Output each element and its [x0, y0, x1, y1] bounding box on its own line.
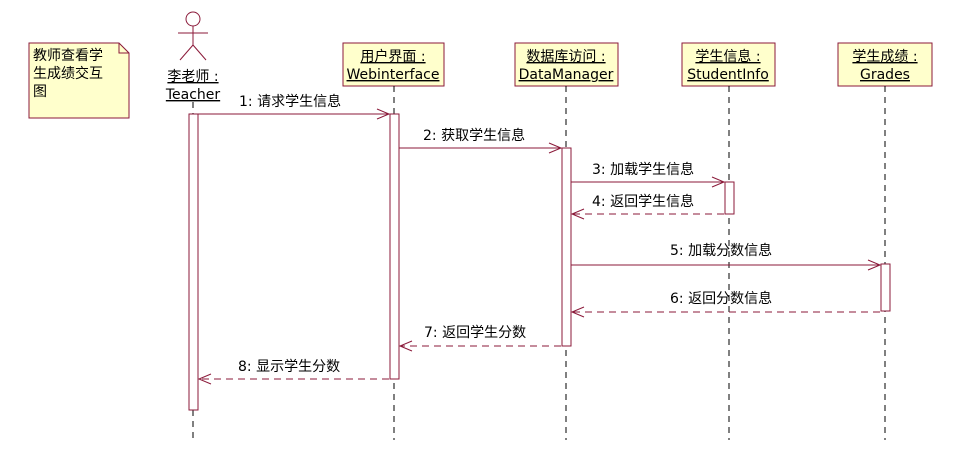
message-1-label: 1: 请求学生信息: [239, 93, 341, 110]
object-webinterface-line2: Webinterface: [347, 67, 440, 83]
object-studentinfo-line1: 学生信息 :: [695, 48, 760, 65]
object-grades-line1: 学生成绩 :: [852, 49, 917, 65]
object-webinterface-line1: 用户界面 :: [360, 48, 425, 65]
message-8-label: 8: 显示学生分数: [238, 359, 340, 375]
activation-teacher: [188, 113, 199, 411]
object-datamanager-line1: 数据库访问 :: [526, 49, 605, 65]
activation-grades: [880, 263, 891, 312]
object-studentinfo-line2: StudentInfo: [687, 67, 769, 83]
object-datamanager: 数据库访问 : DataManager: [514, 42, 619, 87]
message-4-label: 4: 返回学生信息: [592, 193, 694, 210]
note-line-1: 教师查看学: [33, 48, 103, 64]
message-5: 5: 加载分数信息: [571, 242, 882, 271]
object-grades-line2: Grades: [860, 67, 910, 83]
object-studentinfo: 学生信息 : StudentInfo: [681, 42, 776, 87]
message-7-label: 7: 返回学生分数: [424, 325, 526, 341]
activation-webinterface: [389, 113, 400, 380]
message-4: 4: 返回学生信息: [570, 193, 724, 220]
message-5-label: 5: 加载分数信息: [670, 242, 772, 259]
activation-studentinfo: [724, 181, 735, 215]
object-datamanager-line2: DataManager: [519, 67, 614, 83]
actor-head-icon: [185, 11, 201, 27]
message-2: 2: 获取学生信息: [399, 127, 563, 154]
actor-name-line1: 李老师 :: [167, 69, 218, 85]
message-2-label: 2: 获取学生信息: [423, 127, 525, 144]
note-line-2: 生成绩交互: [33, 65, 103, 82]
message-3-label: 3: 加载学生信息: [592, 161, 694, 178]
note-line-3: 图: [33, 84, 47, 100]
activation-datamanager: [561, 147, 572, 347]
object-webinterface: 用户界面 : Webinterface: [342, 42, 445, 87]
actor-name-line2: Teacher: [165, 87, 221, 103]
message-3: 3: 加载学生信息: [571, 161, 726, 188]
object-grades: 学生成绩 : Grades: [837, 42, 933, 87]
message-6-label: 6: 返回分数信息: [670, 290, 772, 307]
message-1: 1: 请求学生信息: [198, 93, 391, 120]
diagram-note: 教师查看学 生成绩交互 图: [28, 42, 130, 119]
message-7: 7: 返回学生分数: [398, 325, 561, 352]
message-8: 8: 显示学生分数: [197, 359, 389, 385]
actor-teacher: [178, 11, 208, 61]
message-6: 6: 返回分数信息: [570, 290, 880, 318]
